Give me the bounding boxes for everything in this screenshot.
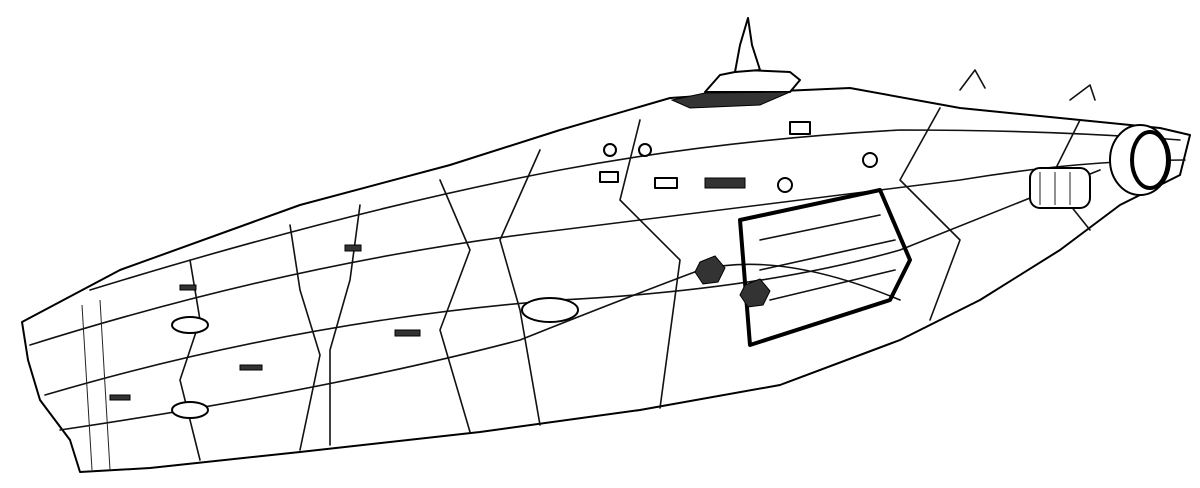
bridge-tower <box>670 17 801 109</box>
hull-details <box>109 69 1096 419</box>
hex-ports <box>694 255 771 308</box>
engine-section <box>1029 124 1171 209</box>
hull-outline <box>21 87 1191 473</box>
armor-band <box>738 188 912 347</box>
panel-lines <box>29 107 1186 471</box>
